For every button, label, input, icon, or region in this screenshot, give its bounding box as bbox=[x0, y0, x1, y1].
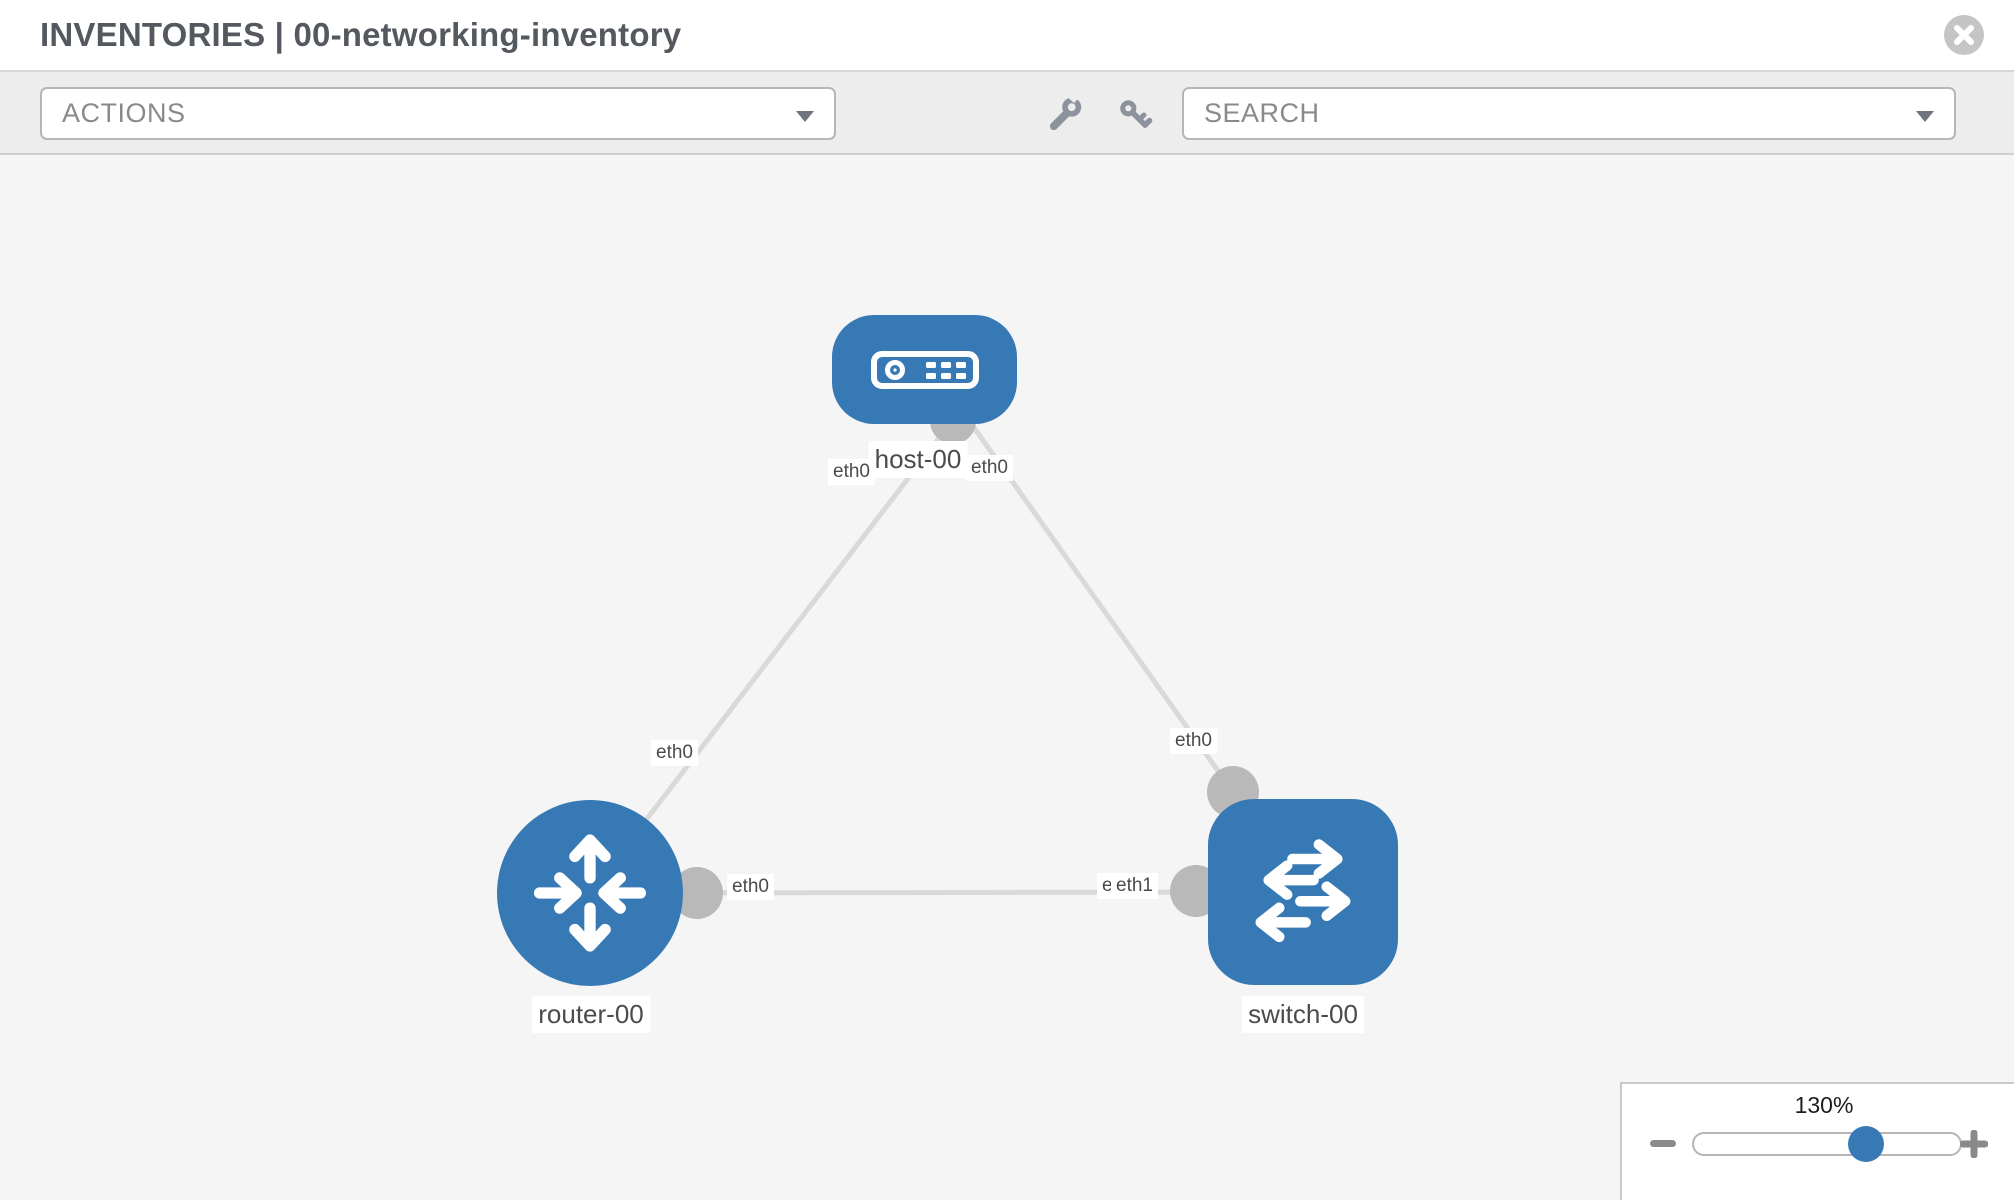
switch-arrows-icon bbox=[1255, 839, 1351, 943]
interface-label-switch-eth0-top: eth0 bbox=[1170, 728, 1217, 754]
zoom-control-panel: 130% bbox=[1620, 1082, 2014, 1200]
panel-header: INVENTORIES | 00-networking-inventory bbox=[0, 0, 2014, 72]
search-dropdown-placeholder: SEARCH bbox=[1204, 98, 1320, 128]
node-label-router-00: router-00 bbox=[532, 996, 650, 1033]
zoom-slider-thumb[interactable] bbox=[1848, 1126, 1884, 1162]
node-switch-00[interactable] bbox=[1208, 799, 1398, 985]
link-host-router[interactable] bbox=[588, 418, 955, 895]
actions-dropdown[interactable]: ACTIONS bbox=[40, 87, 836, 140]
interface-label-host-eth0: eth0 bbox=[828, 459, 875, 485]
chevron-down-icon bbox=[796, 111, 814, 122]
interface-label-router-eth0: eth0 bbox=[727, 874, 774, 900]
interface-label-host-eth0-right: eth0 bbox=[966, 455, 1013, 481]
node-label-switch-00: switch-00 bbox=[1242, 996, 1364, 1033]
interface-label-router-eth0-uplink: eth0 bbox=[651, 740, 698, 766]
node-router-00[interactable] bbox=[497, 800, 683, 986]
close-icon bbox=[1954, 25, 1974, 45]
search-dropdown[interactable]: SEARCH bbox=[1182, 87, 1956, 140]
router-arrows-icon bbox=[533, 834, 647, 952]
actions-dropdown-label: ACTIONS bbox=[62, 98, 186, 128]
server-icon bbox=[870, 350, 979, 389]
port-router bbox=[671, 867, 723, 919]
chevron-down-icon bbox=[1916, 111, 1934, 122]
page-title: INVENTORIES | 00-networking-inventory bbox=[40, 16, 682, 53]
close-button[interactable] bbox=[1944, 15, 1984, 55]
node-host-00[interactable] bbox=[832, 315, 1017, 424]
interface-label-switch-eth1: eth1 bbox=[1111, 873, 1158, 899]
zoom-level-value: 130% bbox=[1794, 1092, 1854, 1118]
node-label-host-00: host-00 bbox=[868, 441, 968, 478]
wrench-icon[interactable] bbox=[1046, 96, 1084, 134]
toolbar: ACTIONS SEARCH bbox=[0, 72, 2014, 155]
key-icon[interactable] bbox=[1116, 96, 1154, 134]
zoom-in-button[interactable] bbox=[1960, 1130, 1988, 1158]
zoom-out-button[interactable] bbox=[1650, 1140, 1676, 1147]
zoom-slider-track[interactable] bbox=[1692, 1132, 1962, 1156]
